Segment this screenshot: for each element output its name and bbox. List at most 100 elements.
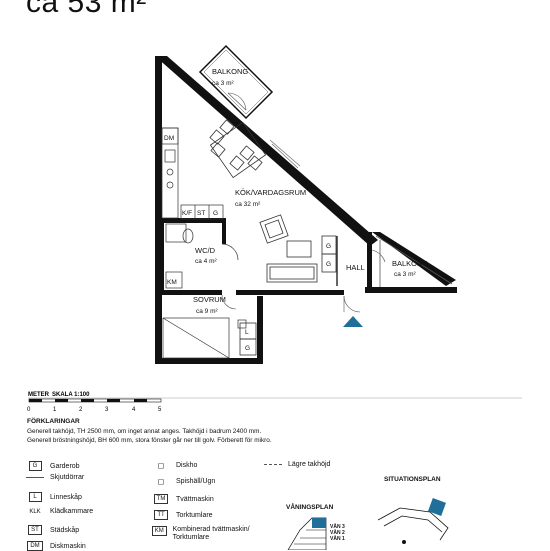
wall-bath-top bbox=[160, 218, 226, 223]
scale-tick: 1 bbox=[53, 407, 57, 413]
scale-ratio-label: SKALA 1:100 bbox=[52, 392, 90, 398]
wall-diagonal-lower bbox=[372, 232, 456, 286]
scale-meter-label: METER bbox=[28, 392, 50, 398]
wall-balcony-bottom bbox=[365, 287, 457, 293]
legend-item-skjutdorrar: Skjutdörrar bbox=[24, 474, 84, 481]
kf-label: K/F bbox=[182, 210, 192, 217]
st-label: ST bbox=[197, 210, 205, 217]
entrance-marker bbox=[343, 316, 363, 327]
wall-bottom bbox=[155, 358, 263, 364]
scale-bar bbox=[28, 398, 162, 403]
dashed-line-icon bbox=[264, 464, 282, 465]
legend-label: Skjutdörrar bbox=[50, 474, 85, 481]
legend-item-kombinerad: KM Kombinerad tvättmaskin/ Torktumlare bbox=[150, 526, 270, 542]
wall-hall-bottom bbox=[262, 290, 344, 295]
combo-washer-dryer-icon: KM bbox=[151, 526, 167, 536]
l-label-bedroom: L bbox=[245, 329, 249, 336]
scale-tick: 0 bbox=[27, 407, 31, 413]
g-label-kitchen: G bbox=[213, 210, 218, 217]
balkong-right-area: ca 3 m² bbox=[394, 271, 417, 278]
legend-label: Kombinerad tvättmaskin/ Torktumlare bbox=[172, 526, 250, 541]
bedroom-label: SOVRUM bbox=[193, 295, 226, 304]
balkong-right-label: BALKONG bbox=[392, 259, 428, 268]
floor-label: VÅN 3 bbox=[330, 524, 345, 530]
walls bbox=[155, 56, 457, 364]
legend-label: Linneskåp bbox=[50, 493, 82, 501]
garderob-icon: G bbox=[28, 461, 42, 471]
dryer-icon: TT bbox=[154, 510, 168, 520]
legend-label: Klädkammare bbox=[50, 508, 94, 515]
legend-label: Diskho bbox=[176, 462, 198, 469]
g-label-hall-2: G bbox=[326, 261, 331, 268]
linen-closet-icon: L bbox=[28, 492, 42, 502]
g-label-bedroom: G bbox=[245, 345, 250, 352]
g-label-hall-1: G bbox=[326, 243, 331, 250]
legend-item-torktumlare: TT Torktumlare bbox=[150, 510, 213, 520]
wc-label: WC/D bbox=[195, 246, 216, 255]
wall-bath-bottom bbox=[160, 290, 222, 295]
legend-label: Städskåp bbox=[50, 526, 80, 534]
sofa bbox=[266, 263, 318, 283]
dining-table bbox=[209, 119, 267, 179]
legend-item-tvattmaskin: TM Tvättmaskin bbox=[150, 494, 214, 504]
legend-item-linneskap: L Linneskåp bbox=[24, 492, 82, 502]
legend-heading: FÖRKLARINGAR bbox=[27, 418, 80, 425]
scale-tick: 2 bbox=[79, 407, 83, 413]
km-label: KM bbox=[167, 279, 177, 286]
wc-fixtures bbox=[165, 223, 239, 289]
wc-area: ca 4 m² bbox=[195, 258, 218, 265]
kitchen-living-label: KÖK/VARDAGSRUM bbox=[235, 188, 306, 197]
balkong-top-label: BALKONG bbox=[212, 67, 248, 76]
balkong-top-area: ca 3 m² bbox=[212, 80, 235, 87]
apartment-area-title: ca 53 m² bbox=[26, 0, 147, 19]
walk-in-closet-icon: KLK bbox=[29, 508, 41, 515]
legend-label: Garderob bbox=[50, 462, 80, 470]
wall-hall-right bbox=[367, 232, 372, 292]
window-diagonal bbox=[269, 139, 301, 169]
floor-label: VÅN 2 bbox=[330, 530, 345, 536]
legend-label: Torktumlare bbox=[176, 511, 213, 519]
legend-item-stadskap: ST Städskåp bbox=[24, 525, 79, 535]
balcony-right bbox=[371, 235, 453, 287]
wall-diagonal-upper bbox=[155, 56, 378, 246]
armchair bbox=[259, 214, 289, 244]
bedroom-wardrobes bbox=[239, 322, 257, 356]
washing-machine-icon: TM bbox=[153, 494, 169, 504]
dm-label: DM bbox=[164, 135, 174, 142]
situation-plan-title: SITUATIONSPLAN bbox=[384, 476, 441, 483]
coffee-table bbox=[286, 240, 312, 258]
kitchen-living-area: ca 32 m² bbox=[235, 201, 261, 208]
bed bbox=[162, 317, 247, 359]
wall-bedroom-right bbox=[257, 296, 263, 364]
legend-label: Lägre takhöjd bbox=[288, 461, 331, 468]
wall-bath-left bbox=[160, 220, 164, 292]
legend-item-diskho: ◻ Diskho bbox=[150, 461, 198, 470]
legend-label: Tvättmaskin bbox=[176, 495, 214, 503]
site-plan-graphic bbox=[377, 498, 449, 544]
kitchen-counter bbox=[161, 127, 224, 220]
floor-label: VÅN 1 bbox=[330, 536, 345, 542]
sliding-door-icon bbox=[26, 477, 44, 478]
hall-wardrobes bbox=[321, 235, 338, 286]
legend-item-kladkammare: KLK Klädkammare bbox=[24, 508, 93, 515]
legend-note-1: Generell takhöjd, TH 2500 mm, om inget a… bbox=[27, 428, 262, 435]
balcony-top bbox=[198, 44, 274, 120]
scale-tick: 5 bbox=[158, 407, 162, 413]
sink-icon: ◻ bbox=[157, 461, 165, 470]
bedroom-area: ca 9 m² bbox=[196, 308, 219, 315]
wall-bedroom-top bbox=[236, 290, 266, 295]
bedroom-door bbox=[221, 294, 237, 310]
floor-plan-title: VÅNINGSPLAN bbox=[286, 504, 334, 511]
hall-label: HALL bbox=[346, 263, 365, 272]
legend-item-lower-ceiling: Lägre takhöjd bbox=[262, 461, 330, 468]
cleaning-closet-icon: ST bbox=[28, 525, 42, 535]
scale-tick: 3 bbox=[105, 407, 109, 413]
floor-stack-graphic bbox=[287, 517, 327, 550]
wall-bath-right bbox=[222, 218, 226, 244]
stove-icon: ◻ bbox=[157, 477, 165, 486]
floor-labels: VÅN 3 VÅN 2 VÅN 1 bbox=[330, 524, 345, 542]
legend-label: Spishäll/Ugn bbox=[176, 478, 216, 485]
wall-left bbox=[155, 56, 162, 364]
legend-item-garderob: G Garderob bbox=[24, 461, 80, 471]
